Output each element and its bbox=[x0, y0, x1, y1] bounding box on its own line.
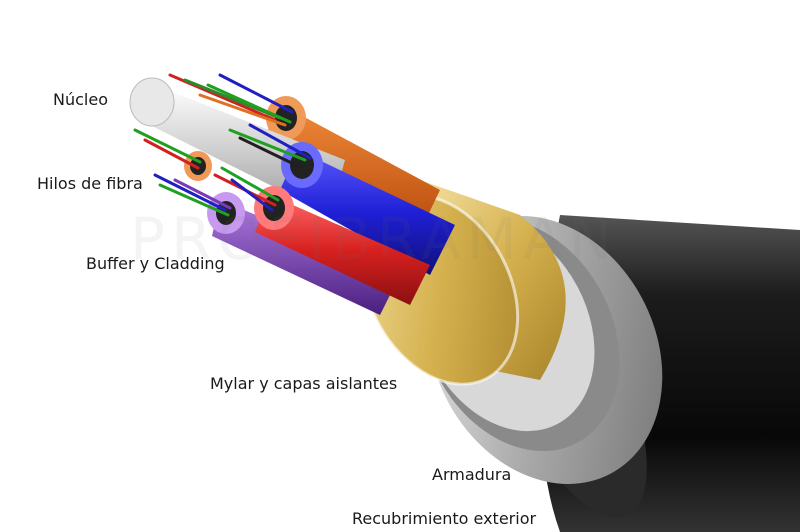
fiber-strands bbox=[133, 73, 312, 217]
label-mylar: Mylar y capas aislantes bbox=[210, 374, 398, 393]
buffer-tube-small-orange bbox=[184, 151, 212, 181]
watermark: PROFIBRAMAN bbox=[130, 205, 618, 273]
label-recubrimiento-exterior: Recubrimiento exterior bbox=[352, 509, 537, 528]
label-hilos-de-fibra: Hilos de fibra bbox=[37, 174, 143, 193]
label-nucleo: Núcleo bbox=[53, 90, 108, 109]
label-armadura: Armadura bbox=[432, 465, 512, 484]
label-buffer-cladding: Buffer y Cladding bbox=[86, 254, 225, 273]
